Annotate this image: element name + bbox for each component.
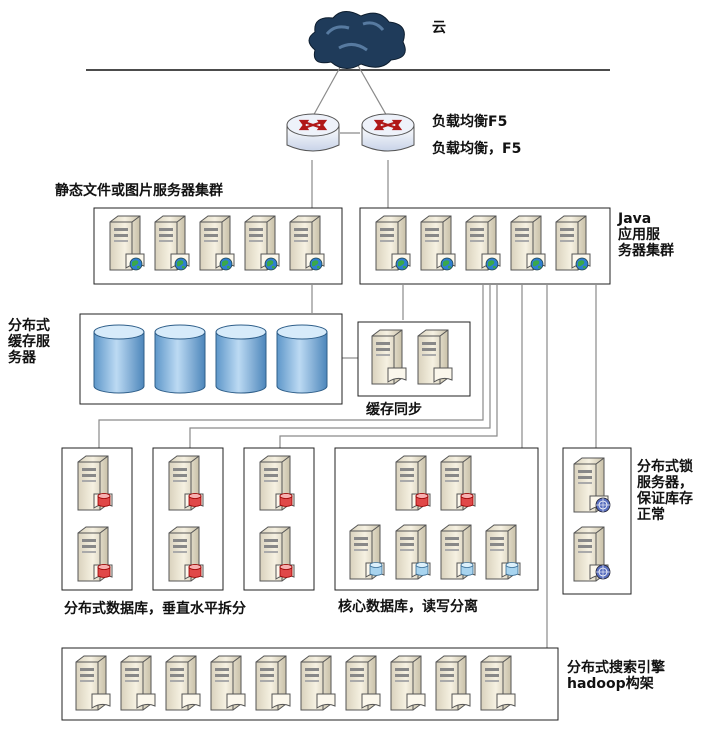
static-cluster-label: 静态文件或图片服务器集群 <box>55 183 223 199</box>
distributed-lock-label: 分布式锁 服务器， 保证库存 正常 <box>637 459 693 523</box>
server-icon <box>480 655 516 711</box>
server-icon <box>120 655 156 711</box>
server-icon <box>345 655 381 711</box>
server-icon <box>390 655 426 711</box>
server-icon <box>417 329 453 385</box>
container-boxes <box>61 207 632 721</box>
cache-cylinder-icon <box>93 324 145 394</box>
cache-cylinder-group <box>93 324 328 394</box>
load-balancer-label-1: 负载均衡F5 <box>432 114 508 130</box>
cache-cylinder-icon <box>215 324 267 394</box>
search-engine-label: 分布式搜索引擎 hadoop构架 <box>567 660 665 692</box>
server-icon <box>300 655 336 711</box>
router-icon <box>285 112 341 153</box>
cloud-label: 云 <box>432 20 446 36</box>
server-icon <box>75 655 111 711</box>
cloud-icon <box>308 11 406 69</box>
server-icon <box>210 655 246 711</box>
distributed-db-label: 分布式数据库，垂直水平拆分 <box>64 601 246 617</box>
server-icon <box>435 655 471 711</box>
load-balancer-label-2: 负载均衡，F5 <box>432 141 522 157</box>
distributed-cache-label: 分布式 缓存服 务器 <box>8 318 50 366</box>
server-icon <box>255 655 291 711</box>
server-icon <box>371 329 407 385</box>
server-icon <box>165 655 201 711</box>
cache-sync-label: 缓存同步 <box>366 402 422 418</box>
connection-lines <box>86 61 610 648</box>
java-cluster-label: Java 应用服 务器集群 <box>618 211 674 259</box>
core-db-label: 核心数据库，读写分离 <box>338 599 478 615</box>
router-icon <box>360 112 416 153</box>
cache-cylinder-icon <box>276 324 328 394</box>
cache-cylinder-icon <box>154 324 206 394</box>
